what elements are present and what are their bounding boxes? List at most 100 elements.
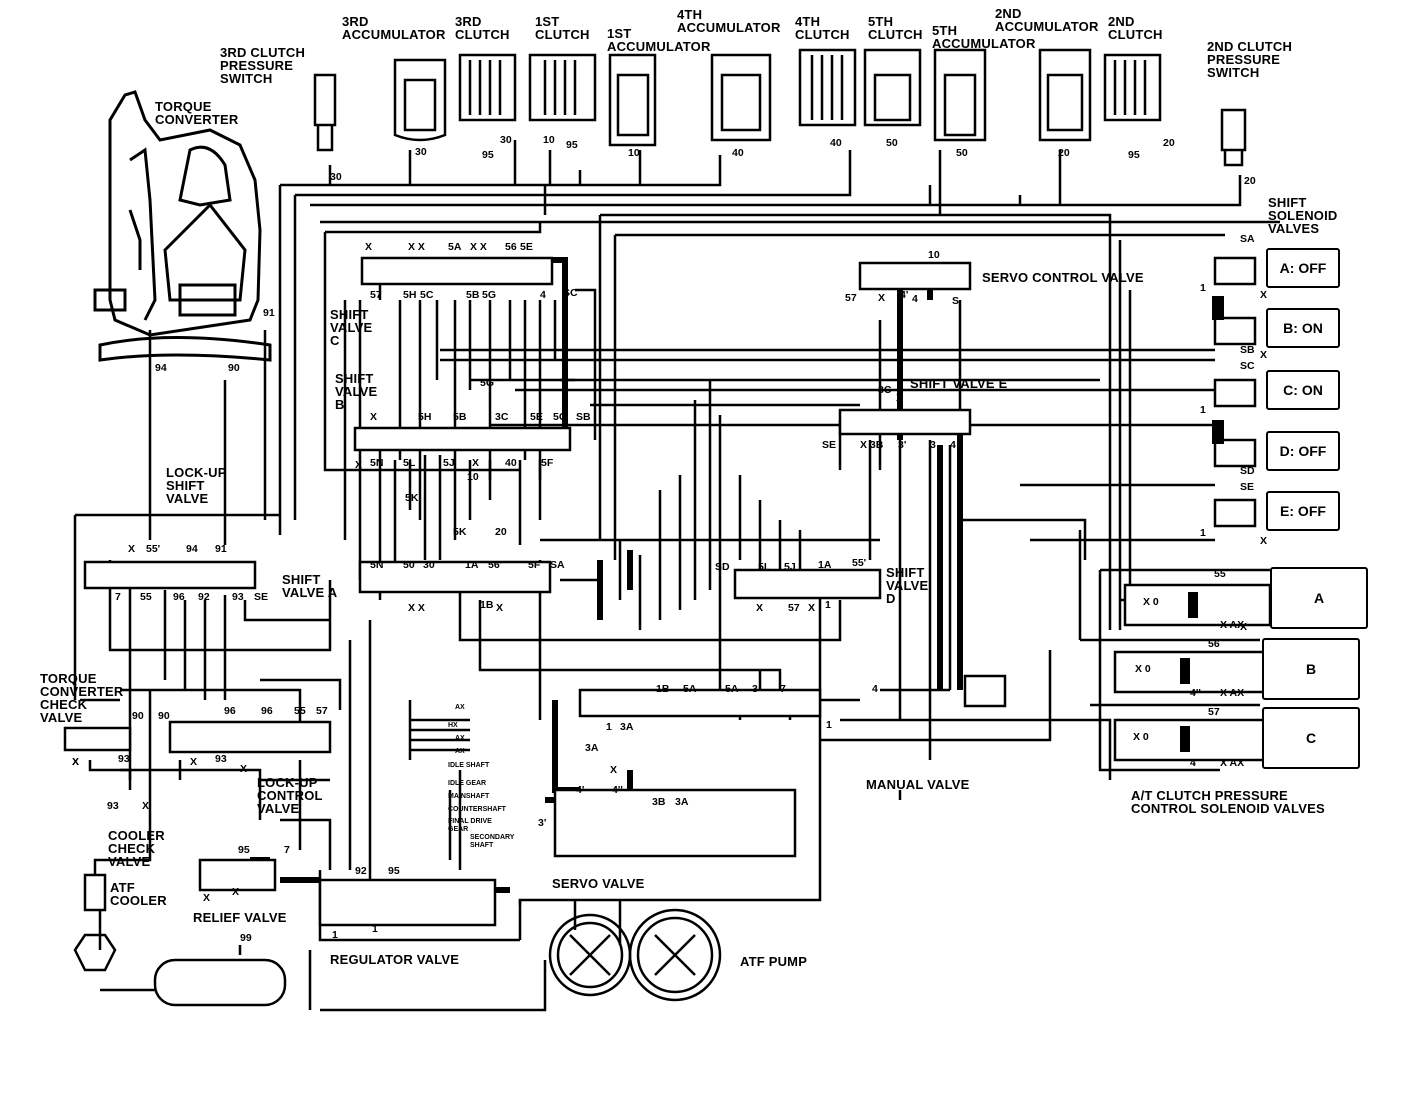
port-rv-x: X xyxy=(203,892,211,904)
port-sb: SB xyxy=(1240,344,1255,356)
port-lc-96: 96 xyxy=(224,705,236,717)
port-pc-4pp: 4'' xyxy=(1190,687,1201,699)
port-a-96: 96 xyxy=(173,591,185,603)
label-cooler-check-valve: COOLER CHECK VALVE xyxy=(108,828,165,869)
port-a-5n: 5N xyxy=(370,559,384,571)
port-d-57: 57 xyxy=(788,602,800,614)
port-lc-90: 90 xyxy=(132,710,144,722)
port-c-5c: 5C xyxy=(420,289,434,301)
port-a-7: 7 xyxy=(115,591,121,603)
port-e-x: X xyxy=(896,392,904,404)
port-sc-10: 10 xyxy=(928,249,940,261)
port-57: 57 xyxy=(1208,706,1220,718)
port-c-5h: 5H xyxy=(403,289,417,301)
port-b-5h: 5H xyxy=(418,411,432,423)
port-b-5k: 5K xyxy=(405,492,419,504)
shift-solenoid-c: C: ON xyxy=(1266,370,1340,410)
port-pc-x0c: X 0 xyxy=(1133,731,1149,743)
label-relief-valve: RELIEF VALVE xyxy=(193,910,287,925)
port-b-5e: 5E xyxy=(530,411,543,423)
shift-solenoid-a: A: OFF xyxy=(1266,248,1340,288)
port-p-50b: 50 xyxy=(956,147,968,159)
port-lc-x3: X xyxy=(240,763,248,775)
port-a-30: 30 xyxy=(423,559,435,571)
label-4th-accumulator: 4TH ACCUMULATOR xyxy=(677,7,781,35)
port-c-57: 57 xyxy=(370,289,382,301)
port-p-50a: 50 xyxy=(886,137,898,149)
port-sc-57: 57 xyxy=(845,292,857,304)
port-sv-x: X xyxy=(610,764,618,776)
port-e-x3b: X 3B xyxy=(860,439,884,451)
port-b-5b: 5B xyxy=(453,411,467,423)
port-p-95a: 95 xyxy=(482,149,494,161)
clutch-accumulator-shapes xyxy=(313,48,1247,167)
port-b-5c: 5C xyxy=(553,411,567,423)
legend-final-drive-gear: FINAL DRIVE GEAR xyxy=(448,818,492,833)
solenoid-cores xyxy=(1180,296,1224,752)
port-e-4: 4 xyxy=(950,439,956,451)
port-c-x1: X xyxy=(365,241,373,253)
label-lockup-control-valve: LOCK-UP CONTROL VALVE xyxy=(257,775,323,816)
label-2nd-clutch: 2ND CLUTCH xyxy=(1108,14,1163,42)
port-a-93: 93 xyxy=(232,591,244,603)
label-atf-pump: ATF PUMP xyxy=(740,954,808,969)
legend-secondary-shaft: SECONDARY SHAFT xyxy=(470,834,515,849)
port-p-95c: 95 xyxy=(1128,149,1140,161)
legend-ax-1: AX xyxy=(455,704,465,711)
port-lc-x: X xyxy=(72,756,80,768)
port-pc-xax: X AX xyxy=(1220,619,1245,631)
port-c-5a: 5A xyxy=(448,241,462,253)
port-e-3p: 3' xyxy=(898,439,907,451)
label-manual-valve: MANUAL VALVE xyxy=(866,777,970,792)
port-p-40b: 40 xyxy=(830,137,842,149)
port-p-94: 94 xyxy=(155,362,167,374)
port-sc-4p: 4' xyxy=(900,289,909,301)
legend-countershaft: COUNTERSHAFT xyxy=(448,806,506,813)
port-m-5a: 5A xyxy=(683,683,697,695)
port-so-x3: X xyxy=(1260,535,1268,547)
port-a-50: 50 xyxy=(403,559,415,571)
port-so-x: X xyxy=(1260,289,1268,301)
legend-ax-2: AX xyxy=(455,735,465,742)
port-cc-93: 93 xyxy=(107,800,119,812)
port-sc: SC xyxy=(1240,360,1255,372)
port-p-10b: 10 xyxy=(628,147,640,159)
port-e-3c: 3C xyxy=(878,384,892,396)
port-c-x2: X X xyxy=(408,241,425,253)
port-m-4: 4 xyxy=(872,683,878,695)
port-sa: SA xyxy=(1240,233,1255,245)
port-p-20b: 20 xyxy=(1163,137,1175,149)
port-d-1: 1 xyxy=(825,599,831,611)
label-5th-accumulator: 5TH ACCUMULATOR xyxy=(932,23,1036,51)
shift-solenoid-b: B: ON xyxy=(1266,308,1340,348)
label-shift-valve-e: SHIFT VALVE E xyxy=(910,376,1008,391)
port-lc-57: 57 xyxy=(316,705,328,717)
pcs-solenoid-c: C xyxy=(1262,707,1360,769)
solenoid-bodies xyxy=(1113,256,1272,762)
port-pc-xax3: X AX xyxy=(1220,757,1245,769)
legend-ax-3: AX xyxy=(455,748,465,755)
port-a-20: 20 xyxy=(495,526,507,538)
port-b-10: 10 xyxy=(467,471,479,483)
port-m-3: 3 xyxy=(752,683,758,695)
port-e-se: SE xyxy=(822,439,837,451)
port-c-5g: 5G xyxy=(482,289,497,301)
label-shift-valve-c: SHIFT VALVE C xyxy=(330,307,373,348)
port-sd: SD xyxy=(1240,465,1255,477)
port-c-5b: 5B xyxy=(466,289,480,301)
label-servo-valve: SERVO VALVE xyxy=(552,876,645,891)
port-a-x2: X xyxy=(496,602,504,614)
port-a-55: 55 xyxy=(140,591,152,603)
port-so-1: 1 xyxy=(1200,282,1206,294)
port-sc-4: 4 xyxy=(912,293,918,305)
port-m-3a2: 3A xyxy=(585,742,599,754)
port-p-20a: 20 xyxy=(1058,147,1070,159)
port-m-1: 1 xyxy=(826,719,832,731)
port-rg-99: 99 xyxy=(240,932,252,944)
legend-idle-gear: IDLE GEAR xyxy=(448,780,487,787)
port-a-x: X xyxy=(128,543,136,555)
port-sv-3b: 3B xyxy=(652,796,666,808)
port-a-94: 94 xyxy=(186,543,198,555)
port-lc-93b: 93 xyxy=(215,753,227,765)
